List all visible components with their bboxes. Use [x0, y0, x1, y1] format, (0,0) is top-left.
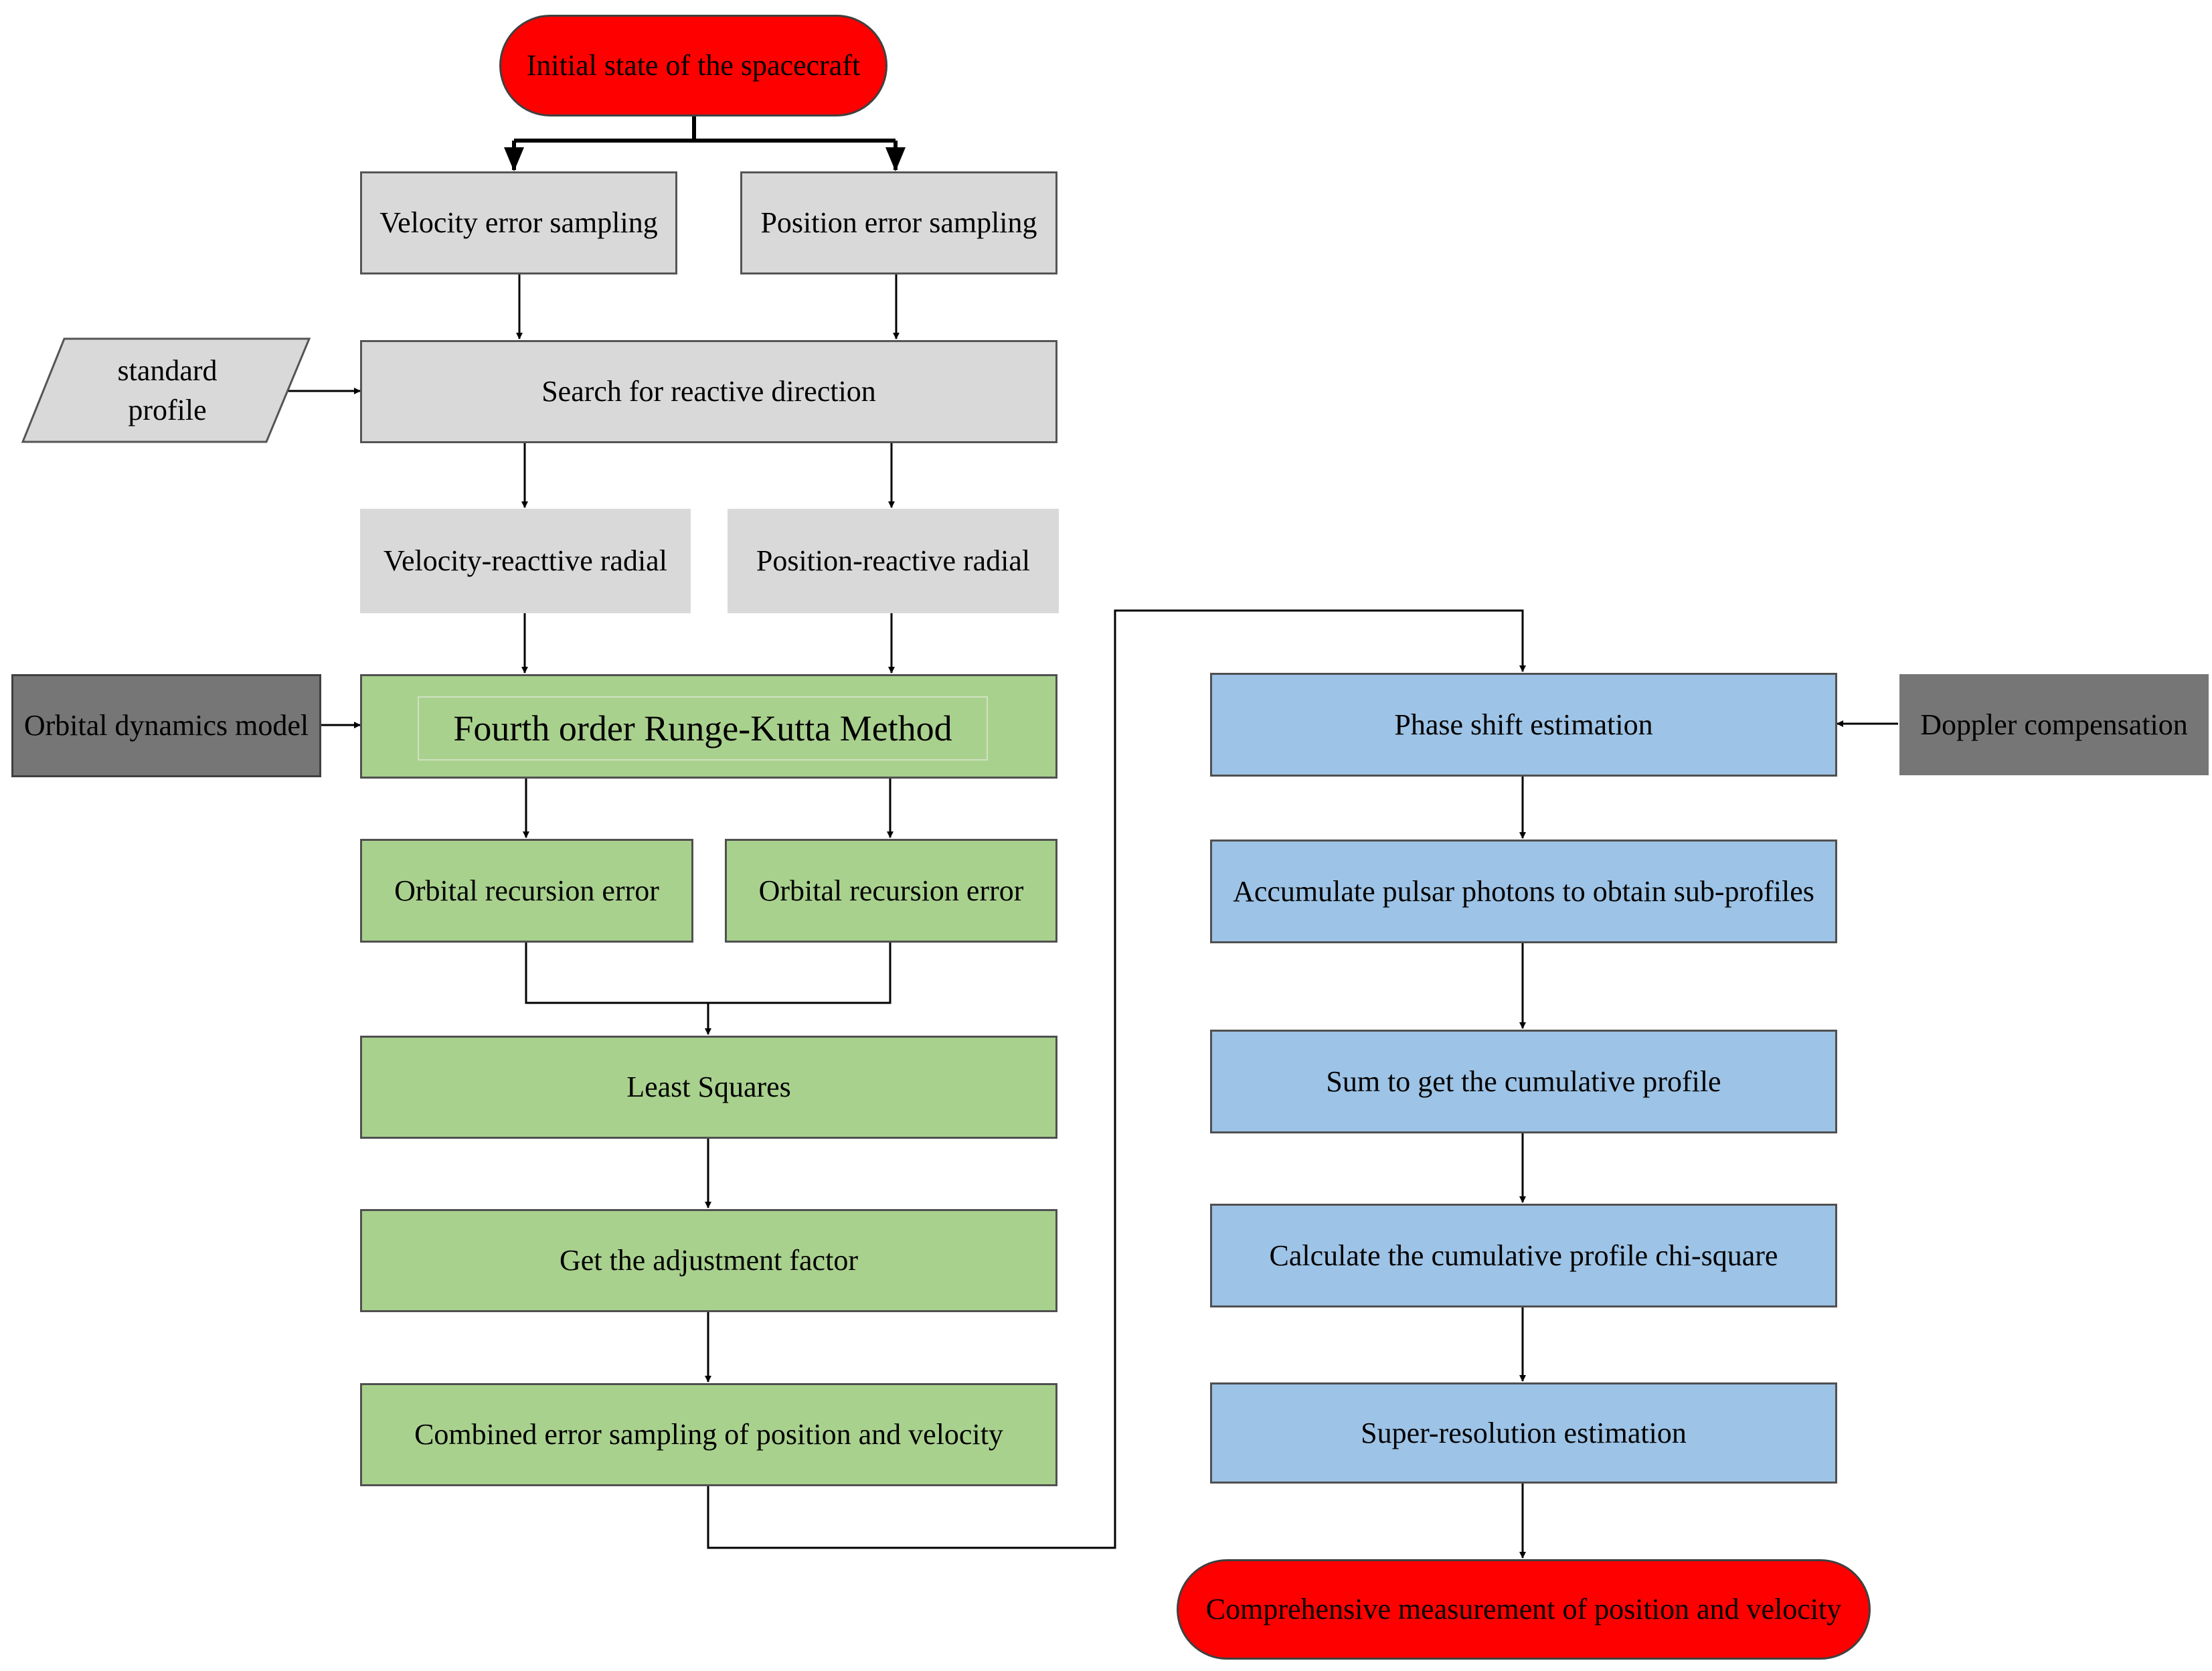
orbital-recursion-error-right-label: Orbital recursion error [758, 874, 1024, 907]
sum-cumulative-profile-label: Sum to get the cumulative profile [1326, 1064, 1721, 1098]
start-node: Initial state of the spacecraft [499, 15, 887, 116]
start-label: Initial state of the spacecraft [526, 49, 861, 82]
runge-kutta-label: Fourth order Runge-Kutta Method [453, 708, 952, 748]
position-error-sampling-node: Position error sampling [740, 171, 1057, 274]
orbital-dynamics-model-label: Orbital dynamics model [23, 709, 309, 742]
edge-combined-to-phase [707, 609, 1526, 1549]
end-label: Comprehensive measurement of position an… [1205, 1593, 1842, 1626]
edge-rec-merge [525, 941, 891, 1004]
velocity-error-sampling-label: Velocity error sampling [379, 206, 658, 240]
chi-square-label: Calculate the cumulative profile chi-squ… [1269, 1239, 1778, 1272]
orbital-dynamics-model-node: Orbital dynamics model [11, 674, 321, 777]
standard-profile-shape [21, 337, 311, 443]
sum-cumulative-profile-node: Sum to get the cumulative profile [1210, 1030, 1837, 1133]
standard-profile-line1: standard [117, 353, 218, 387]
velocity-reactive-radial-node: Velocity-reacttive radial [360, 509, 691, 613]
accumulate-photons-node: Accumulate pulsar photons to obtain sub-… [1210, 840, 1837, 943]
position-error-sampling-label: Position error sampling [760, 206, 1037, 240]
position-reactive-radial-node: Position-reactive radial [728, 509, 1059, 613]
edge-start-split [514, 115, 896, 143]
end-node: Comprehensive measurement of position an… [1177, 1559, 1871, 1660]
velocity-reactive-radial-label: Velocity-reacttive radial [384, 544, 667, 578]
search-reactive-direction-label: Search for reactive direction [541, 375, 876, 408]
doppler-compensation-label: Doppler compensation [1920, 708, 2188, 741]
velocity-error-sampling-node: Velocity error sampling [360, 171, 677, 274]
combined-error-sampling-node: Combined error sampling of position and … [360, 1383, 1057, 1486]
phase-shift-estimation-label: Phase shift estimation [1394, 708, 1653, 741]
adjustment-factor-label: Get the adjustment factor [560, 1244, 858, 1277]
chi-square-node: Calculate the cumulative profile chi-squ… [1210, 1204, 1837, 1307]
least-squares-node: Least Squares [360, 1036, 1057, 1139]
adjustment-factor-node: Get the adjustment factor [360, 1209, 1057, 1312]
orbital-recursion-error-right-node: Orbital recursion error [725, 839, 1057, 943]
super-resolution-label: Super-resolution estimation [1361, 1416, 1687, 1449]
doppler-compensation-node: Doppler compensation [1899, 674, 2209, 775]
combined-error-sampling-label: Combined error sampling of position and … [414, 1418, 1003, 1451]
runge-kutta-node: Fourth order Runge-Kutta Method [360, 674, 1057, 779]
position-reactive-radial-label: Position-reactive radial [756, 544, 1031, 578]
standard-profile-line2: profile [128, 394, 207, 426]
least-squares-label: Least Squares [626, 1070, 791, 1104]
orbital-recursion-error-left-node: Orbital recursion error [360, 839, 693, 943]
orbital-recursion-error-left-label: Orbital recursion error [394, 874, 659, 907]
standard-profile-text: standard profile [60, 339, 274, 442]
phase-shift-estimation-node: Phase shift estimation [1210, 673, 1837, 777]
accumulate-photons-label: Accumulate pulsar photons to obtain sub-… [1233, 874, 1814, 908]
super-resolution-node: Super-resolution estimation [1210, 1382, 1837, 1484]
runge-kutta-inner-box: Fourth order Runge-Kutta Method [418, 696, 988, 761]
search-reactive-direction-node: Search for reactive direction [360, 340, 1057, 443]
